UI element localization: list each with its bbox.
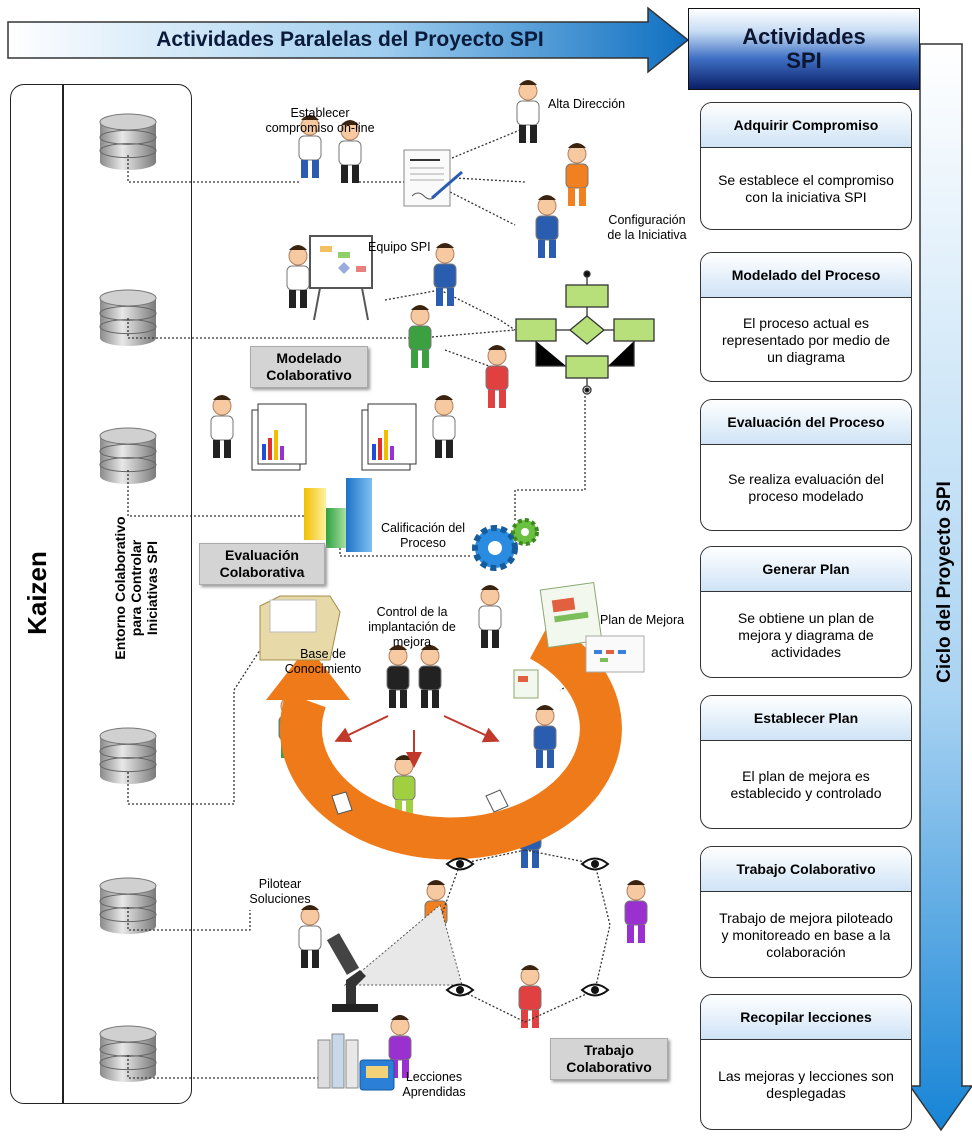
collaboration-octagon (343, 849, 611, 1023)
activity-title: Modelado del Proceso (701, 253, 911, 298)
person-figure (418, 645, 442, 708)
bar-chart-icon (304, 478, 372, 552)
contract-icon (403, 149, 463, 207)
person-figure (433, 243, 457, 306)
eye-icons (445, 857, 610, 997)
database-icon (99, 1025, 157, 1082)
person-figure (210, 395, 234, 458)
left-panel-divider (62, 84, 64, 1104)
label-alta-direccion: Alta Dirección (548, 97, 626, 111)
database-icon (99, 113, 157, 170)
activity-desc: Las mejoras y lecciones son desplegadas (718, 1068, 894, 1101)
activity-box-modelado: Modelado del Proceso El proceso actual e… (700, 252, 912, 382)
label-establecer: Establecer compromiso on-line (265, 106, 375, 135)
activity-desc: El proceso actual es representado por me… (721, 314, 891, 365)
person-figure (478, 585, 502, 648)
activity-box-generar: Generar Plan Se obtiene un plan de mejor… (700, 546, 912, 678)
label-control: Control de la implantación de mejora (368, 605, 456, 649)
activity-title: Trabajo Colaborativo (701, 847, 911, 892)
person-figure (533, 705, 557, 768)
microscope-icon (326, 933, 378, 1012)
activity-box-trabajo: Trabajo Colaborativo Trabajo de mejora p… (700, 846, 912, 978)
person-figure (286, 245, 310, 308)
eye-icon (445, 857, 475, 871)
spi-header: Actividades SPI (688, 8, 920, 90)
label-calificacion: Calificación del Proceso (380, 521, 466, 550)
person-figure (432, 395, 456, 458)
label-lecciones: Lecciones Aprendidas (402, 1070, 466, 1099)
person-figure (516, 80, 540, 143)
label-base-conocimiento: Base de Conocimiento (284, 647, 362, 676)
activity-desc: Se realiza evaluación del proceso modela… (728, 471, 884, 504)
label-equipo-spi: Equipo SPI (368, 240, 431, 254)
person-figure (485, 345, 509, 408)
database-icon (99, 427, 157, 484)
activity-title: Establecer Plan (701, 696, 911, 741)
person-figure (535, 195, 559, 258)
improvement-cycle-arrow (266, 621, 622, 860)
cycle-label: Ciclo del Proyecto SPI (934, 481, 955, 683)
person-figure (338, 120, 362, 183)
person-figure (298, 115, 322, 178)
folder-icon (259, 595, 341, 661)
plan-docs-icon (513, 581, 645, 699)
label-plan-mejora: Plan de Mejora (600, 613, 685, 627)
whiteboard-icon (309, 235, 373, 321)
label-modelado-colaborativo: Modelado Colaborativo (250, 346, 368, 388)
top-banner-label: Actividades Paralelas del Proyecto SPI (156, 28, 544, 51)
activity-box-adquirir: Adquirir Compromiso Se establece el comp… (700, 102, 912, 230)
activity-title: Adquirir Compromiso (701, 103, 911, 148)
report-docs-icon (251, 403, 417, 471)
activity-desc: Trabajo de mejora piloteado y monitoread… (719, 909, 893, 960)
cycle-down-arrow (908, 43, 972, 1132)
top-arrow (7, 6, 690, 74)
person-figure (392, 755, 416, 818)
gears-icon (472, 518, 539, 571)
spi-header-label: Actividades SPI (742, 24, 866, 73)
person-figure (386, 645, 410, 708)
person-figure (298, 905, 322, 968)
activity-box-establecer: Establecer Plan El plan de mejora es est… (700, 695, 912, 829)
activity-box-recopilar: Recopilar lecciones Las mejoras y leccio… (700, 994, 912, 1130)
label-pilotear: Pilotear Soluciones (249, 877, 311, 906)
activity-desc: Se obtiene un plan de mejora y diagrama … (737, 609, 875, 660)
flowchart-icon (515, 270, 655, 395)
eye-icon (580, 857, 610, 871)
label-evaluacion-colaborativa: Evaluación Colaborativa (199, 543, 325, 585)
database-icon (99, 727, 157, 784)
person-figure (518, 965, 542, 1028)
label-configuracion: Configuración de la Iniciativa (607, 213, 687, 242)
eye-icon (580, 983, 610, 997)
eye-icon (445, 983, 475, 997)
activity-title: Generar Plan (701, 547, 911, 592)
activity-box-evaluacion: Evaluación del Proceso Se realiza evalua… (700, 399, 912, 531)
entorno-label: Entorno Colaborativo para Controlar Inic… (112, 516, 160, 660)
person-figure (408, 305, 432, 368)
activity-desc: Se establece el compromiso con la inicia… (718, 172, 894, 205)
lessons-icon (317, 1033, 395, 1091)
left-panel (10, 84, 192, 1104)
database-icon (99, 877, 157, 934)
kaizen-label: Kaizen (22, 551, 52, 635)
activity-title: Evaluación del Proceso (701, 400, 911, 445)
person-figure (565, 143, 589, 206)
control-arrows (334, 715, 500, 768)
label-trabajo-colaborativo: Trabajo Colaborativo (550, 1038, 668, 1080)
activity-title: Recopilar lecciones (701, 995, 911, 1040)
person-figure (624, 880, 648, 943)
activity-desc: El plan de mejora es establecido y contr… (730, 768, 882, 801)
